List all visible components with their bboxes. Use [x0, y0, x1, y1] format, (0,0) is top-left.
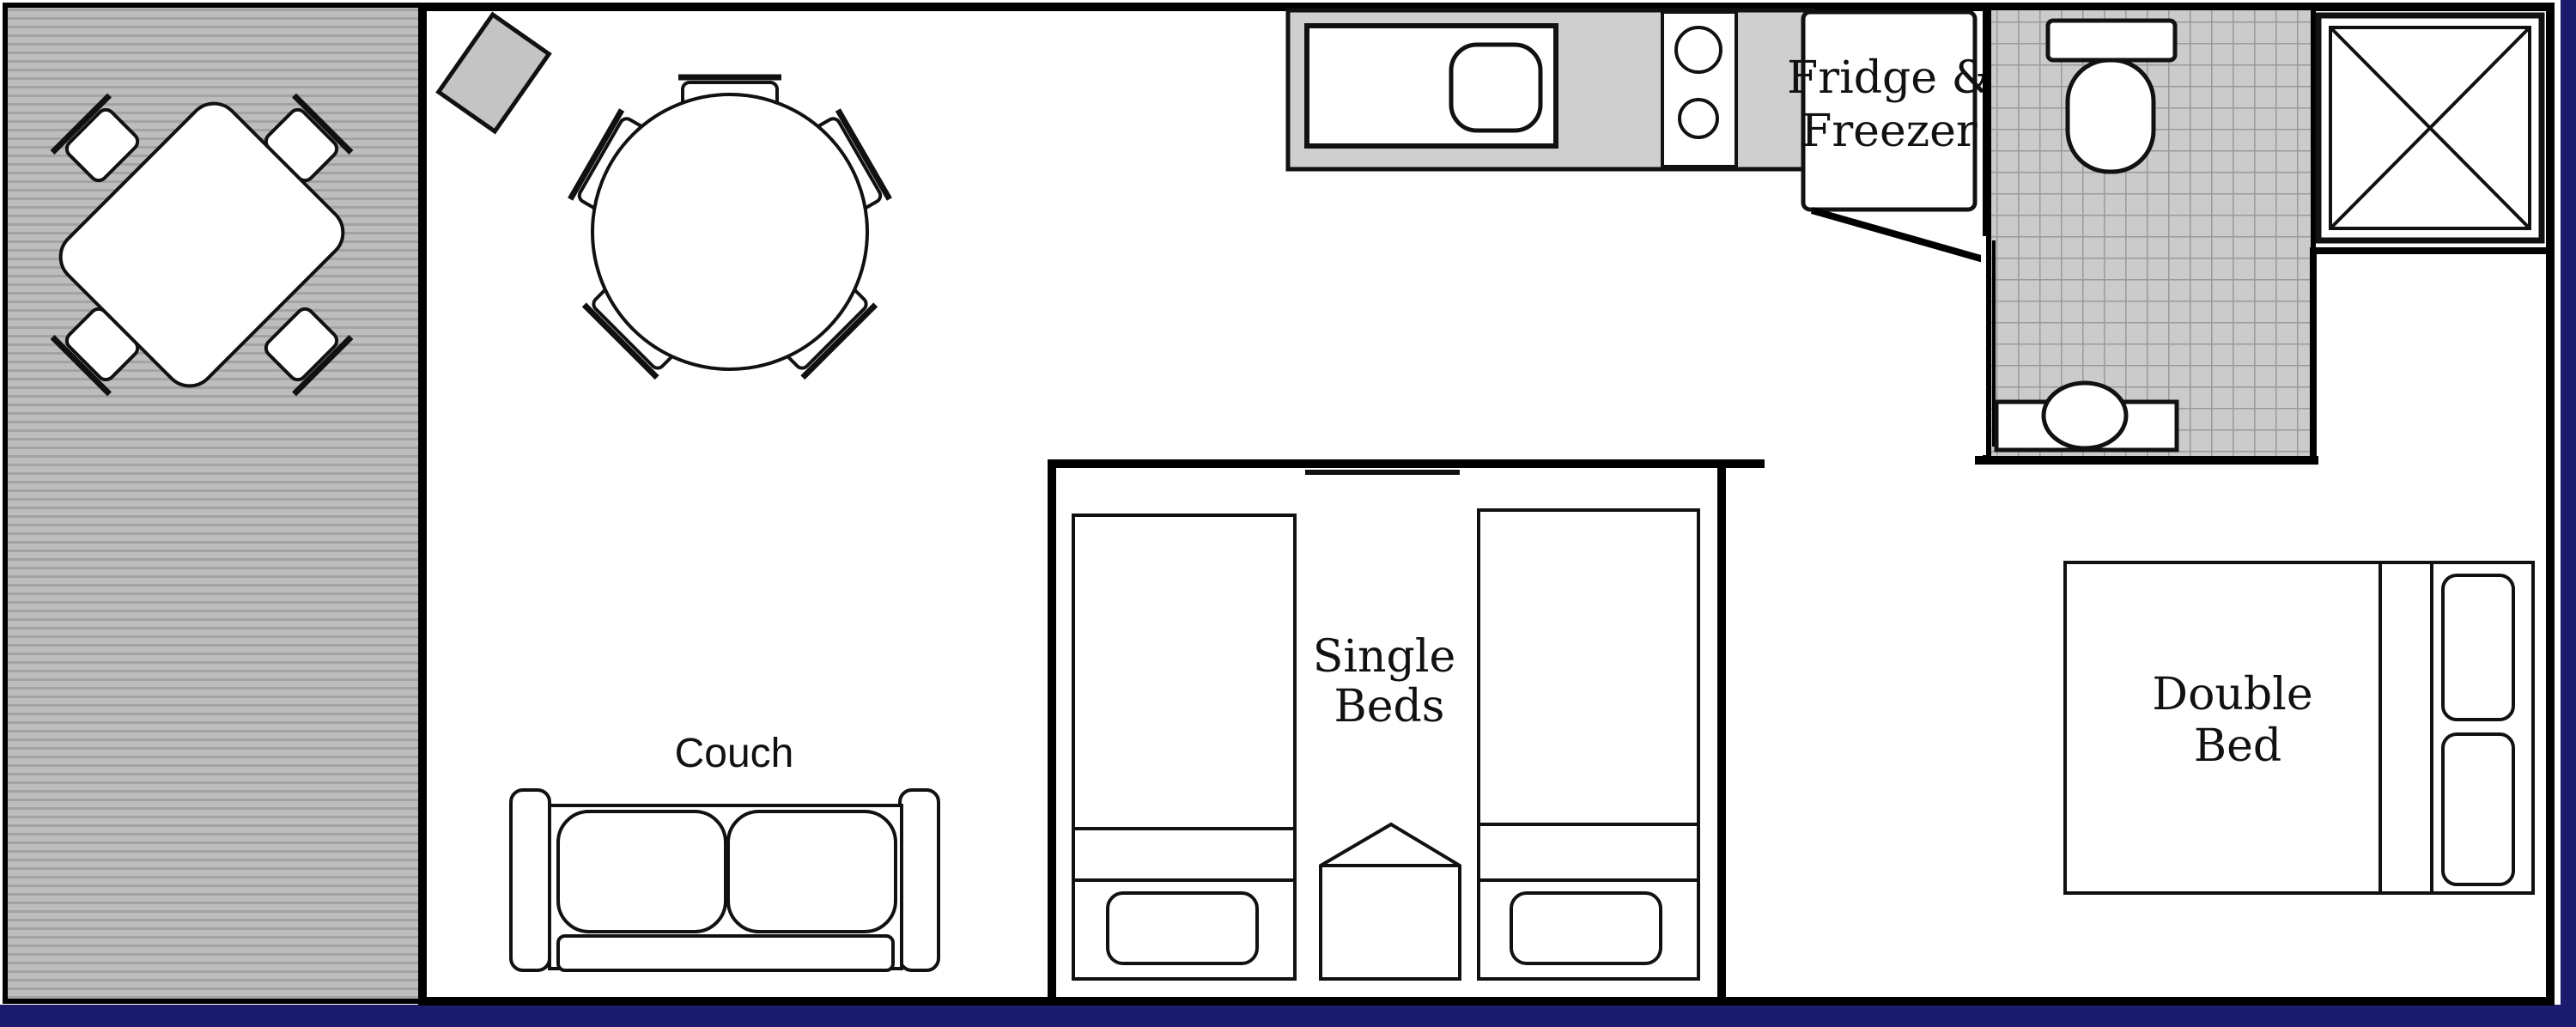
couch [509, 788, 940, 972]
bathroom [1975, 10, 2549, 465]
armchair [435, 11, 552, 135]
outdoor-table-set [50, 93, 354, 397]
single-beds-label-line1: Single [1313, 631, 1455, 683]
cooktop-icon [1661, 10, 1738, 168]
kitchen-counter [1285, 8, 1814, 172]
couch-label: Couch [675, 731, 794, 776]
toilet-icon [2045, 18, 2178, 174]
dining-table-set [568, 74, 892, 380]
exterior-wall [418, 3, 2555, 1006]
shower-icon [2315, 12, 2545, 244]
single-bed-left [1072, 514, 1297, 981]
basin-icon [1994, 380, 2179, 453]
bedroom-walls [1048, 459, 1765, 1000]
fridge-label-line2: Freezer [1801, 106, 1978, 157]
frame-border-bottom [0, 1005, 2576, 1027]
fridge-label-line1: Fridge & [1787, 52, 1991, 104]
single-bed-right [1477, 508, 1700, 981]
single-beds-label-line2: Beds [1334, 681, 1445, 732]
double-bed [2063, 561, 2535, 895]
double-bed-label-line2: Bed [2194, 720, 2281, 772]
double-bed-label-line1: Double [2152, 669, 2312, 720]
frame-border-right [2561, 0, 2576, 1027]
fridge-freezer: Fridge & Freezer [1787, 9, 1991, 263]
bedside-table [1319, 822, 1461, 981]
